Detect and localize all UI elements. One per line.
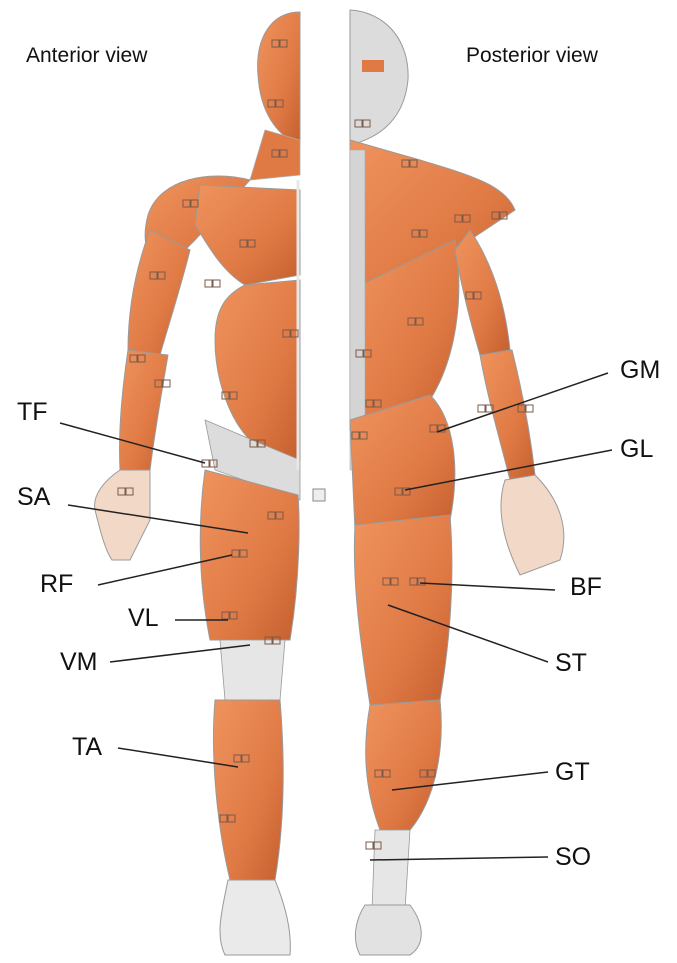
anterior-figure <box>95 12 300 955</box>
anterior-hand <box>95 470 150 560</box>
label-tf: TF <box>17 400 48 425</box>
electrode-square <box>202 460 209 467</box>
label-gm: GM <box>620 358 660 383</box>
anterior-forearm <box>119 350 168 470</box>
label-st: ST <box>555 651 587 676</box>
posterior-view-title: Posterior view <box>466 44 598 68</box>
anterior-thigh <box>200 470 299 640</box>
anterior-neck <box>250 130 300 180</box>
label-ta: TA <box>72 735 102 760</box>
anterior-knee <box>220 640 285 700</box>
posterior-hand <box>501 475 564 575</box>
anterior-view-title: Anterior view <box>26 44 147 68</box>
anterior-head <box>258 12 300 145</box>
posterior-head <box>350 10 408 145</box>
electrode-markers <box>118 40 533 849</box>
anterior-upper-arm <box>128 230 190 355</box>
label-bf: BF <box>570 575 602 600</box>
electrode-square <box>526 405 533 412</box>
anterior-pectoral <box>195 185 300 285</box>
electrode-square <box>478 405 485 412</box>
label-vm: VM <box>60 650 98 675</box>
posterior-heel <box>355 905 421 955</box>
label-gt: GT <box>555 760 590 785</box>
electrode-square <box>205 280 212 287</box>
label-gl: GL <box>620 437 653 462</box>
label-sa: SA <box>17 485 50 510</box>
posterior-figure <box>350 10 564 955</box>
anterior-foot <box>220 880 290 955</box>
center-marker <box>313 489 325 501</box>
label-vl: VL <box>128 606 159 631</box>
electrode-square <box>213 280 220 287</box>
anterior-shin <box>213 700 283 880</box>
label-rf: RF <box>40 572 73 597</box>
posterior-gluteus <box>350 395 455 530</box>
electrode-square <box>366 842 373 849</box>
posterior-upper-arm <box>455 230 510 355</box>
posterior-calf <box>366 700 442 830</box>
label-so: SO <box>555 845 591 870</box>
posterior-head-mark <box>362 60 384 72</box>
